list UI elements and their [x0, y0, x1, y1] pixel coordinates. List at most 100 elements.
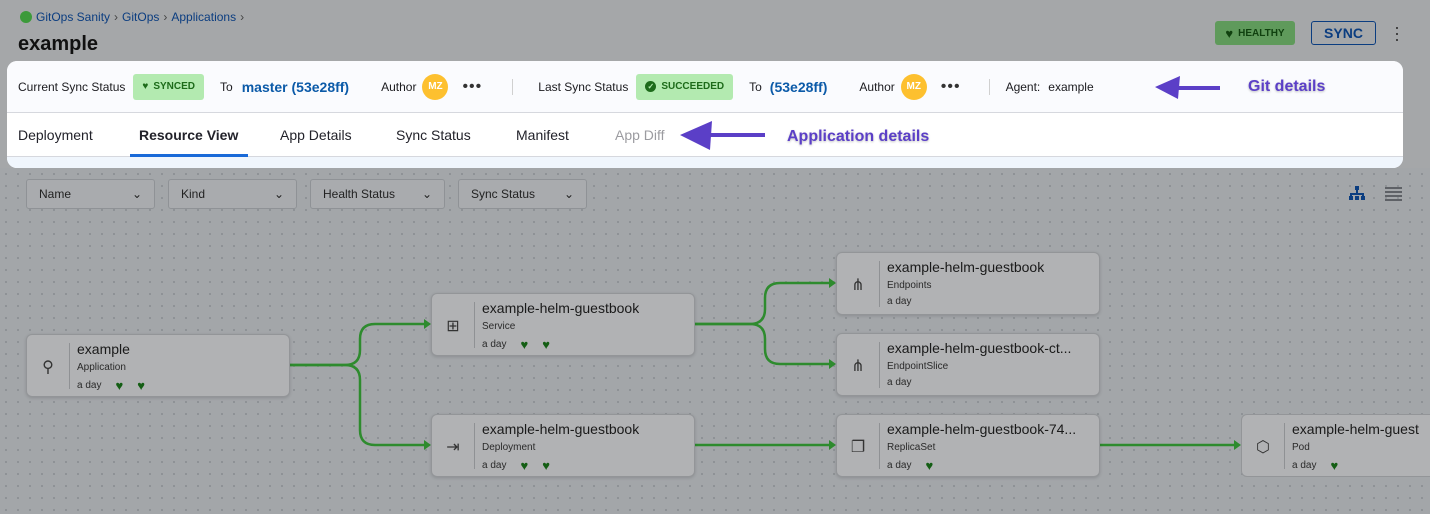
divider — [474, 423, 475, 469]
to-label: To — [220, 79, 233, 94]
to-label: To — [749, 79, 762, 94]
tab-app-diff[interactable]: App Diff — [615, 127, 665, 143]
heart-icon: ♥ — [520, 458, 529, 473]
health-badge-label: HEALTHY — [1238, 27, 1285, 39]
breadcrumb: GitOps Sanity› GitOps› Applications› — [20, 10, 244, 24]
node-footer: a day♥♥ — [482, 337, 550, 352]
divider — [69, 343, 70, 389]
resource-node-application[interactable]: ⚲ example Application a day♥♥ — [26, 334, 290, 397]
breadcrumb-link[interactable]: Applications — [171, 10, 237, 24]
agent-value: example — [1048, 79, 1094, 94]
panel-footer-strip — [7, 157, 1403, 168]
current-revision-link[interactable]: master (53e28ff) — [241, 78, 350, 95]
node-name: example-helm-guestbook-ct... — [887, 340, 1072, 356]
tree-view-icon[interactable] — [1348, 185, 1366, 203]
heart-icon: ♥ — [142, 81, 149, 92]
heart-icon: ♥ — [1225, 25, 1234, 41]
chevron-down-icon: ⌄ — [563, 187, 574, 201]
list-view-icon[interactable] — [1385, 186, 1403, 202]
endpoints-icon: ⋔ — [851, 276, 865, 294]
more-options-icon[interactable]: ··· — [1394, 17, 1400, 49]
filter-label: Health Status — [323, 187, 396, 201]
chevron-right-icon: › — [163, 10, 168, 24]
filter-sync-status[interactable]: Sync Status ⌄ — [458, 179, 587, 209]
avatar[interactable]: MZ — [422, 73, 449, 100]
last-sync-label: Last Sync Status — [538, 79, 629, 94]
tab-app-details[interactable]: App Details — [280, 127, 352, 143]
filter-label: Sync Status — [471, 187, 536, 201]
node-name: example-helm-guestbook-74... — [887, 421, 1077, 437]
edge — [290, 322, 428, 367]
synced-badge-label: SYNCED — [153, 81, 196, 92]
node-kind: ReplicaSet — [887, 442, 936, 453]
git-details-annotation: Git details — [1248, 78, 1326, 95]
divider — [988, 78, 990, 95]
divider — [879, 261, 880, 307]
breadcrumb-link[interactable]: GitOps — [122, 10, 160, 24]
tab-bar: Deployment Resource View App Details Syn… — [7, 113, 1403, 157]
breadcrumb-link[interactable]: GitOps Sanity — [36, 10, 111, 24]
chevron-right-icon: › — [240, 10, 245, 24]
node-footer: a day ♥ — [887, 458, 933, 473]
node-kind: Service — [482, 321, 516, 332]
more-icon[interactable]: ••• — [940, 77, 961, 95]
resource-node-service[interactable]: ⊞ example-helm-guestbook Service a day♥♥ — [431, 293, 695, 356]
tab-resource-view[interactable]: Resource View — [139, 127, 239, 143]
heart-icon: ♥ — [115, 378, 124, 393]
resource-node-pod[interactable]: ⬡ example-helm-guest Pod a day♥ — [1241, 414, 1430, 477]
node-age: a day — [887, 377, 912, 388]
node-age: a day — [77, 380, 102, 391]
succeeded-badge-label: SUCCEEDED — [661, 81, 725, 92]
node-age: a day — [887, 460, 912, 471]
filter-kind[interactable]: Kind⌄ — [168, 179, 297, 209]
tab-deployment[interactable]: Deployment — [18, 127, 93, 143]
filter-label: Name — [39, 187, 72, 201]
heart-icon: ♥ — [542, 337, 550, 352]
sync-button[interactable]: SYNC — [1311, 21, 1376, 45]
arrowhead — [680, 121, 712, 150]
gitops-logo-icon — [20, 11, 32, 23]
node-footer: a day — [887, 296, 911, 307]
node-footer: a day — [887, 377, 911, 388]
tab-manifest[interactable]: Manifest — [516, 127, 569, 143]
filter-health-status[interactable]: Health Status⌄ — [310, 179, 445, 209]
divider — [879, 423, 880, 469]
filter-name[interactable]: Name ⌄ — [26, 179, 155, 209]
endpointslice-icon: ⋔ — [851, 357, 865, 375]
page-title: example — [18, 33, 99, 55]
divider — [474, 302, 475, 348]
node-age: a day — [1292, 460, 1317, 471]
tab-sync-status[interactable]: Sync Status — [396, 127, 471, 143]
node-footer: a day♥♥ — [77, 378, 145, 393]
deployment-icon: ⇥ — [446, 438, 460, 456]
resource-node-endpoints[interactable]: ⋔ example-helm-guestbook Endpoints a day — [836, 252, 1100, 315]
author-label: Author — [859, 79, 895, 94]
resource-node-endpointslice[interactable]: ⋔ example-helm-guestbook-ct... EndpointS… — [836, 333, 1100, 396]
heart-icon: ♥ — [925, 458, 934, 473]
active-tab-indicator — [130, 154, 248, 157]
heart-icon: ♥ — [1330, 458, 1339, 473]
edge — [695, 281, 833, 326]
resource-node-replicaset[interactable]: ❐ example-helm-guestbook-74... ReplicaSe… — [836, 414, 1100, 477]
health-badge: ♥ HEALTHY — [1215, 21, 1295, 45]
node-age: a day — [482, 460, 507, 471]
succeeded-badge: ✓ SUCCEEDED — [636, 73, 734, 100]
heart-icon: ♥ — [542, 458, 550, 473]
chevron-down-icon: ⌄ — [131, 187, 142, 201]
chevron-right-icon: › — [114, 10, 119, 24]
replicaset-icon: ❐ — [850, 438, 866, 456]
last-revision-link[interactable]: (53e28ff) — [769, 78, 828, 95]
edge — [290, 363, 428, 447]
more-icon[interactable]: ••• — [462, 77, 483, 95]
divider — [1284, 423, 1285, 469]
avatar[interactable]: MZ — [900, 73, 927, 100]
application-icon: ⚲ — [42, 358, 54, 376]
check-circle-icon: ✓ — [645, 81, 657, 92]
resource-graph-canvas[interactable] — [0, 168, 1430, 514]
details-panel: Current Sync Status ♥SYNCED To master (5… — [7, 61, 1403, 168]
node-name: example — [77, 341, 130, 357]
resource-node-deployment[interactable]: ⇥ example-helm-guestbook Deployment a da… — [431, 414, 695, 477]
agent-label: Agent: — [1005, 79, 1041, 94]
